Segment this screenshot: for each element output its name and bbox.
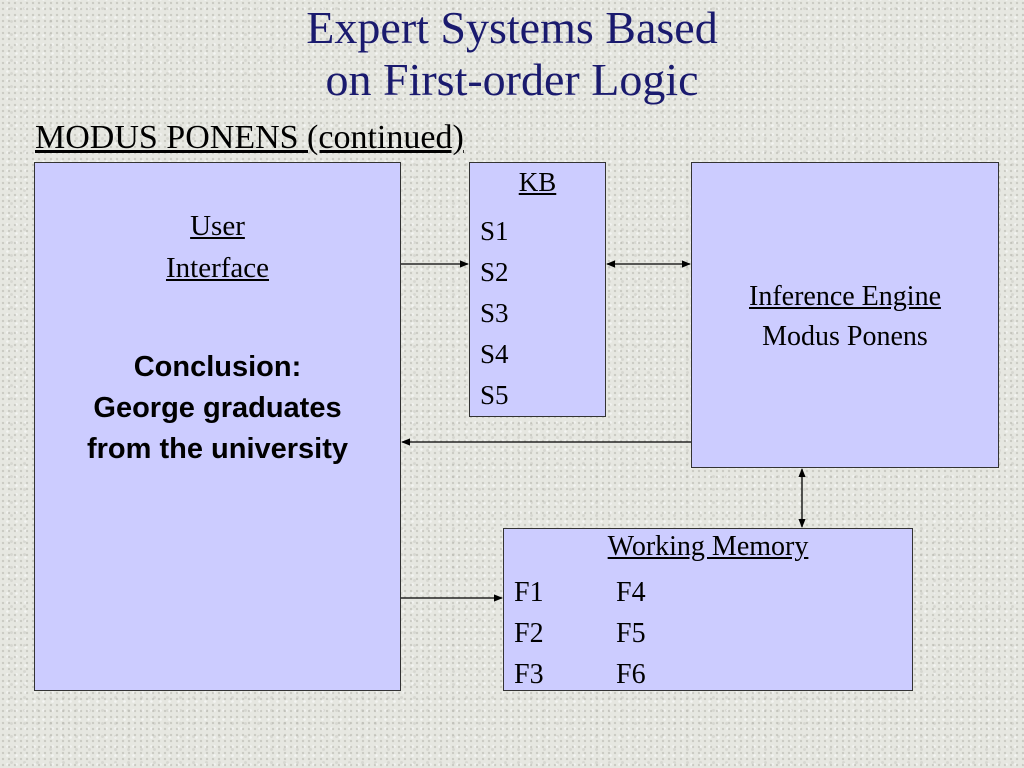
user-interface-label: User Interface <box>35 205 400 289</box>
fact-item: F6 <box>616 659 646 690</box>
slide-title: Expert Systems Based on First-order Logi… <box>0 2 1024 106</box>
kb-item: S3 <box>480 298 509 328</box>
working-memory-row: F2 F5 <box>514 613 646 654</box>
conclusion-text: Conclusion: George graduates from the un… <box>35 347 400 470</box>
working-memory-title: Working Memory <box>607 531 809 562</box>
fact-item: F5 <box>616 618 646 649</box>
knowledge-base-box: KB S1 S2 S3 S4 S5 <box>469 162 606 417</box>
kb-title: KB <box>518 167 557 197</box>
working-memory-row: F3 F6 <box>514 654 646 695</box>
fact-item: F1 <box>514 577 544 608</box>
title-line-2: on First-order Logic <box>325 54 699 105</box>
title-line-1: Expert Systems Based <box>306 2 718 53</box>
conclusion-line-2: George graduates <box>93 392 342 424</box>
working-memory-box: Working Memory F1 F4 F2 F5 F3 F6 <box>503 528 913 691</box>
slide-subtitle: MODUS PONENS (continued) <box>35 119 464 156</box>
user-interface-label-line-2: Interface <box>165 252 269 284</box>
inference-engine-text: Inference Engine Modus Ponens <box>692 277 998 357</box>
inference-engine-method: Modus Ponens <box>762 321 928 352</box>
inference-engine-box: Inference Engine Modus Ponens <box>691 162 999 468</box>
fact-item: F2 <box>514 618 544 649</box>
conclusion-line-3: from the university <box>86 433 349 465</box>
fact-item: F4 <box>616 577 646 608</box>
kb-item: S2 <box>480 257 509 287</box>
kb-item: S5 <box>480 380 509 410</box>
user-interface-box: User Interface Conclusion: George gradua… <box>34 162 401 691</box>
working-memory-facts: F1 F4 F2 F5 F3 F6 <box>514 572 646 695</box>
working-memory-row: F1 F4 <box>514 572 646 613</box>
kb-item: S4 <box>480 339 509 369</box>
conclusion-line-1: Conclusion: <box>133 351 302 383</box>
inference-engine-title: Inference Engine <box>749 281 941 312</box>
fact-item: F3 <box>514 659 544 690</box>
user-interface-label-line-1: User <box>190 210 245 242</box>
kb-list: S1 S2 S3 S4 S5 <box>480 211 509 416</box>
kb-item: S1 <box>480 216 509 246</box>
